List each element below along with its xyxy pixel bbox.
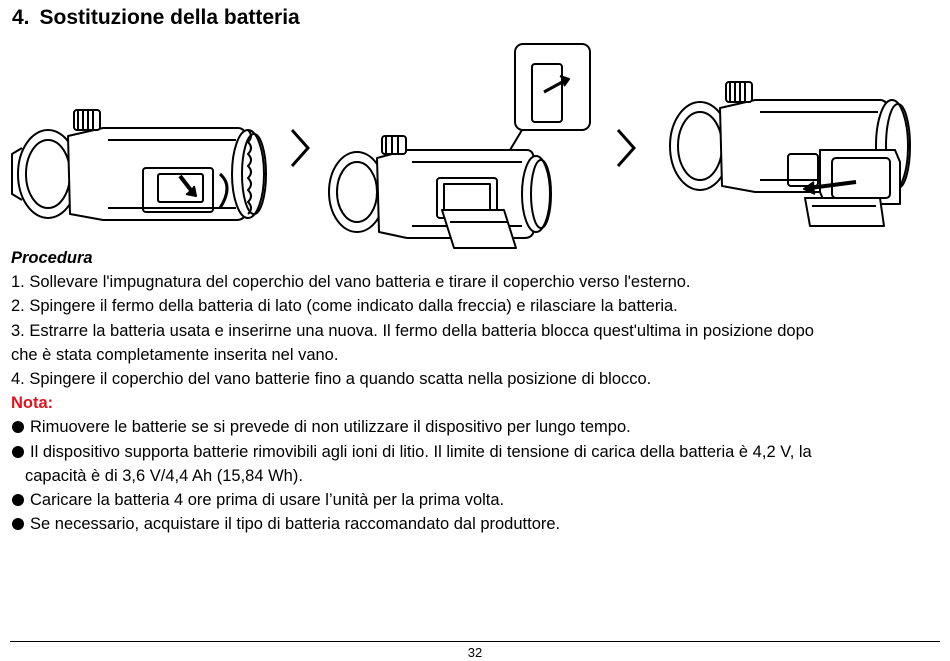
note-text: Se necessario, acquistare il tipo di bat… bbox=[30, 515, 561, 534]
note-text: Rimuovere le batterie se si prevede di n… bbox=[30, 418, 631, 437]
bullet-dot-icon bbox=[12, 494, 24, 507]
section-heading: 4. Sostituzione della batteria bbox=[12, 6, 300, 30]
page-number: 32 bbox=[467, 645, 483, 660]
chevron-right-icon bbox=[290, 129, 311, 167]
section-title: Sostituzione della batteria bbox=[39, 6, 300, 29]
content: Procedura 1. Sollevare l'impugnatura del… bbox=[11, 246, 931, 536]
procedure-step: 1. Sollevare l'impugnatura del coperchio… bbox=[11, 273, 691, 292]
note-title: Nota: bbox=[11, 394, 54, 413]
footer-divider bbox=[10, 641, 940, 642]
bullet-dot-icon bbox=[12, 421, 24, 434]
battery-replacement-illustrations bbox=[0, 40, 950, 260]
bullet-dot-icon bbox=[12, 518, 24, 531]
note-bullet: Il dispositivo supporta batterie rimovib… bbox=[11, 440, 931, 464]
note-text: Caricare la batteria 4 ore prima di usar… bbox=[30, 491, 505, 510]
note-bullet: Se necessario, acquistare il tipo di bat… bbox=[11, 512, 931, 536]
scope-step-2-icon bbox=[328, 43, 591, 249]
procedure-step: 2. Spingere il fermo della batteria di l… bbox=[11, 297, 678, 316]
chevron-right-icon bbox=[616, 129, 637, 167]
procedure-step: 3. Estrarre la batteria usata e inserirn… bbox=[11, 321, 814, 340]
bullet-dot-icon bbox=[12, 445, 24, 458]
note-text: Il dispositivo supporta batterie rimovib… bbox=[30, 442, 812, 461]
scope-step-1-icon bbox=[11, 109, 267, 221]
procedure-title: Procedura bbox=[11, 249, 93, 267]
scope-step-3-icon bbox=[669, 81, 911, 227]
section-number: 4. bbox=[12, 6, 30, 29]
procedure-step: che è stata completamente inserita nel v… bbox=[11, 345, 339, 364]
procedure-step: 4. Spingere il coperchio del vano batter… bbox=[11, 370, 652, 389]
note-text-continued: capacità è di 3,6 V/4,4 Ah (15,84 Wh). bbox=[25, 466, 303, 485]
note-bullet: Rimuovere le batterie se si prevede di n… bbox=[11, 415, 931, 439]
note-bullet: Caricare la batteria 4 ore prima di usar… bbox=[11, 488, 931, 512]
